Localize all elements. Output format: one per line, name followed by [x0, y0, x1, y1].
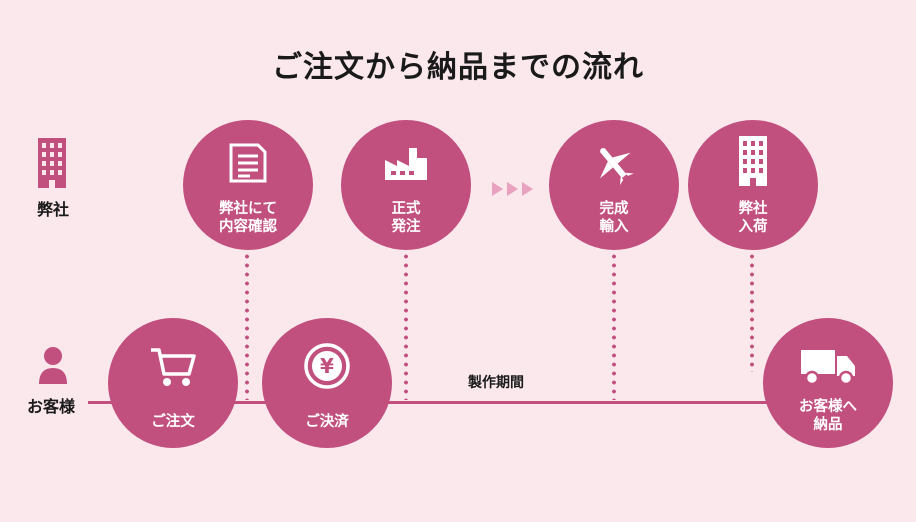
step-label: 弊社にて 内容確認 [219, 200, 277, 235]
delivery-truck-icon [801, 350, 855, 386]
step-delivery: お客様へ 納品 [763, 318, 893, 448]
building-icon [38, 138, 66, 188]
connector-arrival [750, 252, 754, 372]
lane-label-customer: お客様 [26, 397, 75, 416]
yen-coin-icon: ¥ [304, 343, 350, 389]
step-order: ご注文 [108, 318, 238, 448]
step-label: 正式 発注 [391, 200, 421, 235]
step-formal-order: 正式 発注 [341, 120, 471, 250]
page-title: ご注文から納品までの流れ [272, 50, 644, 85]
person-icon [39, 347, 67, 384]
shopping-cart-icon [151, 348, 196, 386]
connector-import [612, 252, 616, 400]
connector-order [404, 252, 408, 400]
svg-text:¥: ¥ [320, 354, 334, 378]
step-complete-import: 完成 輸入 [549, 120, 679, 250]
step-label: お客様へ 納品 [799, 398, 857, 433]
step-payment: ¥ ご決済 [262, 318, 392, 448]
step-label: ご決済 [305, 413, 349, 430]
step-label: 弊社 入荷 [738, 200, 768, 235]
step-company-arrival: 弊社 入荷 [688, 120, 818, 250]
airplane-icon [599, 148, 634, 186]
lane-label-company: 弊社 [36, 200, 69, 219]
building-icon [739, 136, 767, 186]
triple-arrow-icon [492, 182, 533, 196]
timeline-line [88, 401, 808, 404]
factory-icon [385, 148, 427, 180]
document-icon [229, 143, 267, 183]
step-label: 完成 輸入 [599, 200, 629, 235]
connector-confirm [245, 252, 249, 400]
step-content-confirm: 弊社にて 内容確認 [183, 120, 313, 250]
step-label: ご注文 [151, 413, 195, 430]
production-period-label: 製作期間 [468, 375, 524, 391]
